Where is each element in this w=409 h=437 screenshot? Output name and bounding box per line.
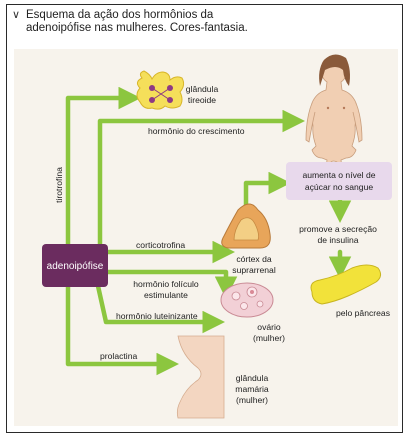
label-crescimento: hormônio do crescimento [148,126,245,136]
label-tireoide-1: glândula [186,84,219,94]
figure-caption: ∨ Esquema da ação dos hormônios da adeno… [12,9,394,35]
mammary-gland-illustration [176,335,225,419]
arrow-crescimento [97,109,305,248]
label-tirotrofina: tirotrofina [54,167,64,203]
arrow-fsh [103,269,238,299]
woman-figure-illustration [305,54,363,187]
label-suprarrenal-2: suprarrenal [232,265,276,275]
label-ovario-1: ovário [257,322,281,332]
label-mamaria-3: (mulher) [236,395,268,405]
adrenal-cortex-illustration [221,203,271,249]
label-mamaria-1: glândula [236,373,269,383]
label-adenoipofise: adenoipófise [47,261,104,272]
label-suprarrenal-1: córtex da [236,254,272,264]
label-pancreas: pelo pâncreas [336,308,390,318]
adenoipofise-box [42,244,108,287]
label-insulina-1: promove a secreção [299,224,377,234]
caption-marker: ∨ [12,9,21,21]
label-lh: hormônio luteinizante [116,311,198,321]
label-fsh-2: estimulante [144,290,188,300]
label-acucar-1: aumenta o nível de [302,170,375,180]
label-prolactina: prolactina [100,351,137,361]
caption-line-2: adenoipófise nas mulheres. Cores-fantasi… [26,22,248,34]
pancreas-illustration [310,264,382,305]
label-corticotrofina: corticotrofina [136,240,185,250]
arrow-prolactina [65,283,179,376]
effect-box-acucar [286,162,392,200]
label-fsh-1: hormônio folículo [133,279,199,289]
caption-line-1: Esquema da ação dos hormônios da [26,9,214,21]
ovary-illustration [220,282,274,318]
label-mamaria-2: mamária [235,384,269,394]
arrow-lh [95,283,225,334]
arrow-suprarrenal-acucar [243,171,291,213]
label-tireoide-2: tireoide [188,95,216,105]
label-insulina-2: de insulina [317,235,358,245]
label-ovario-2: (mulher) [253,333,285,343]
arrow-tirotrofina [65,86,141,248]
arrows [65,86,352,376]
label-acucar-2: açúcar no sangue [305,182,374,192]
thyroid-gland-illustration [136,70,185,110]
